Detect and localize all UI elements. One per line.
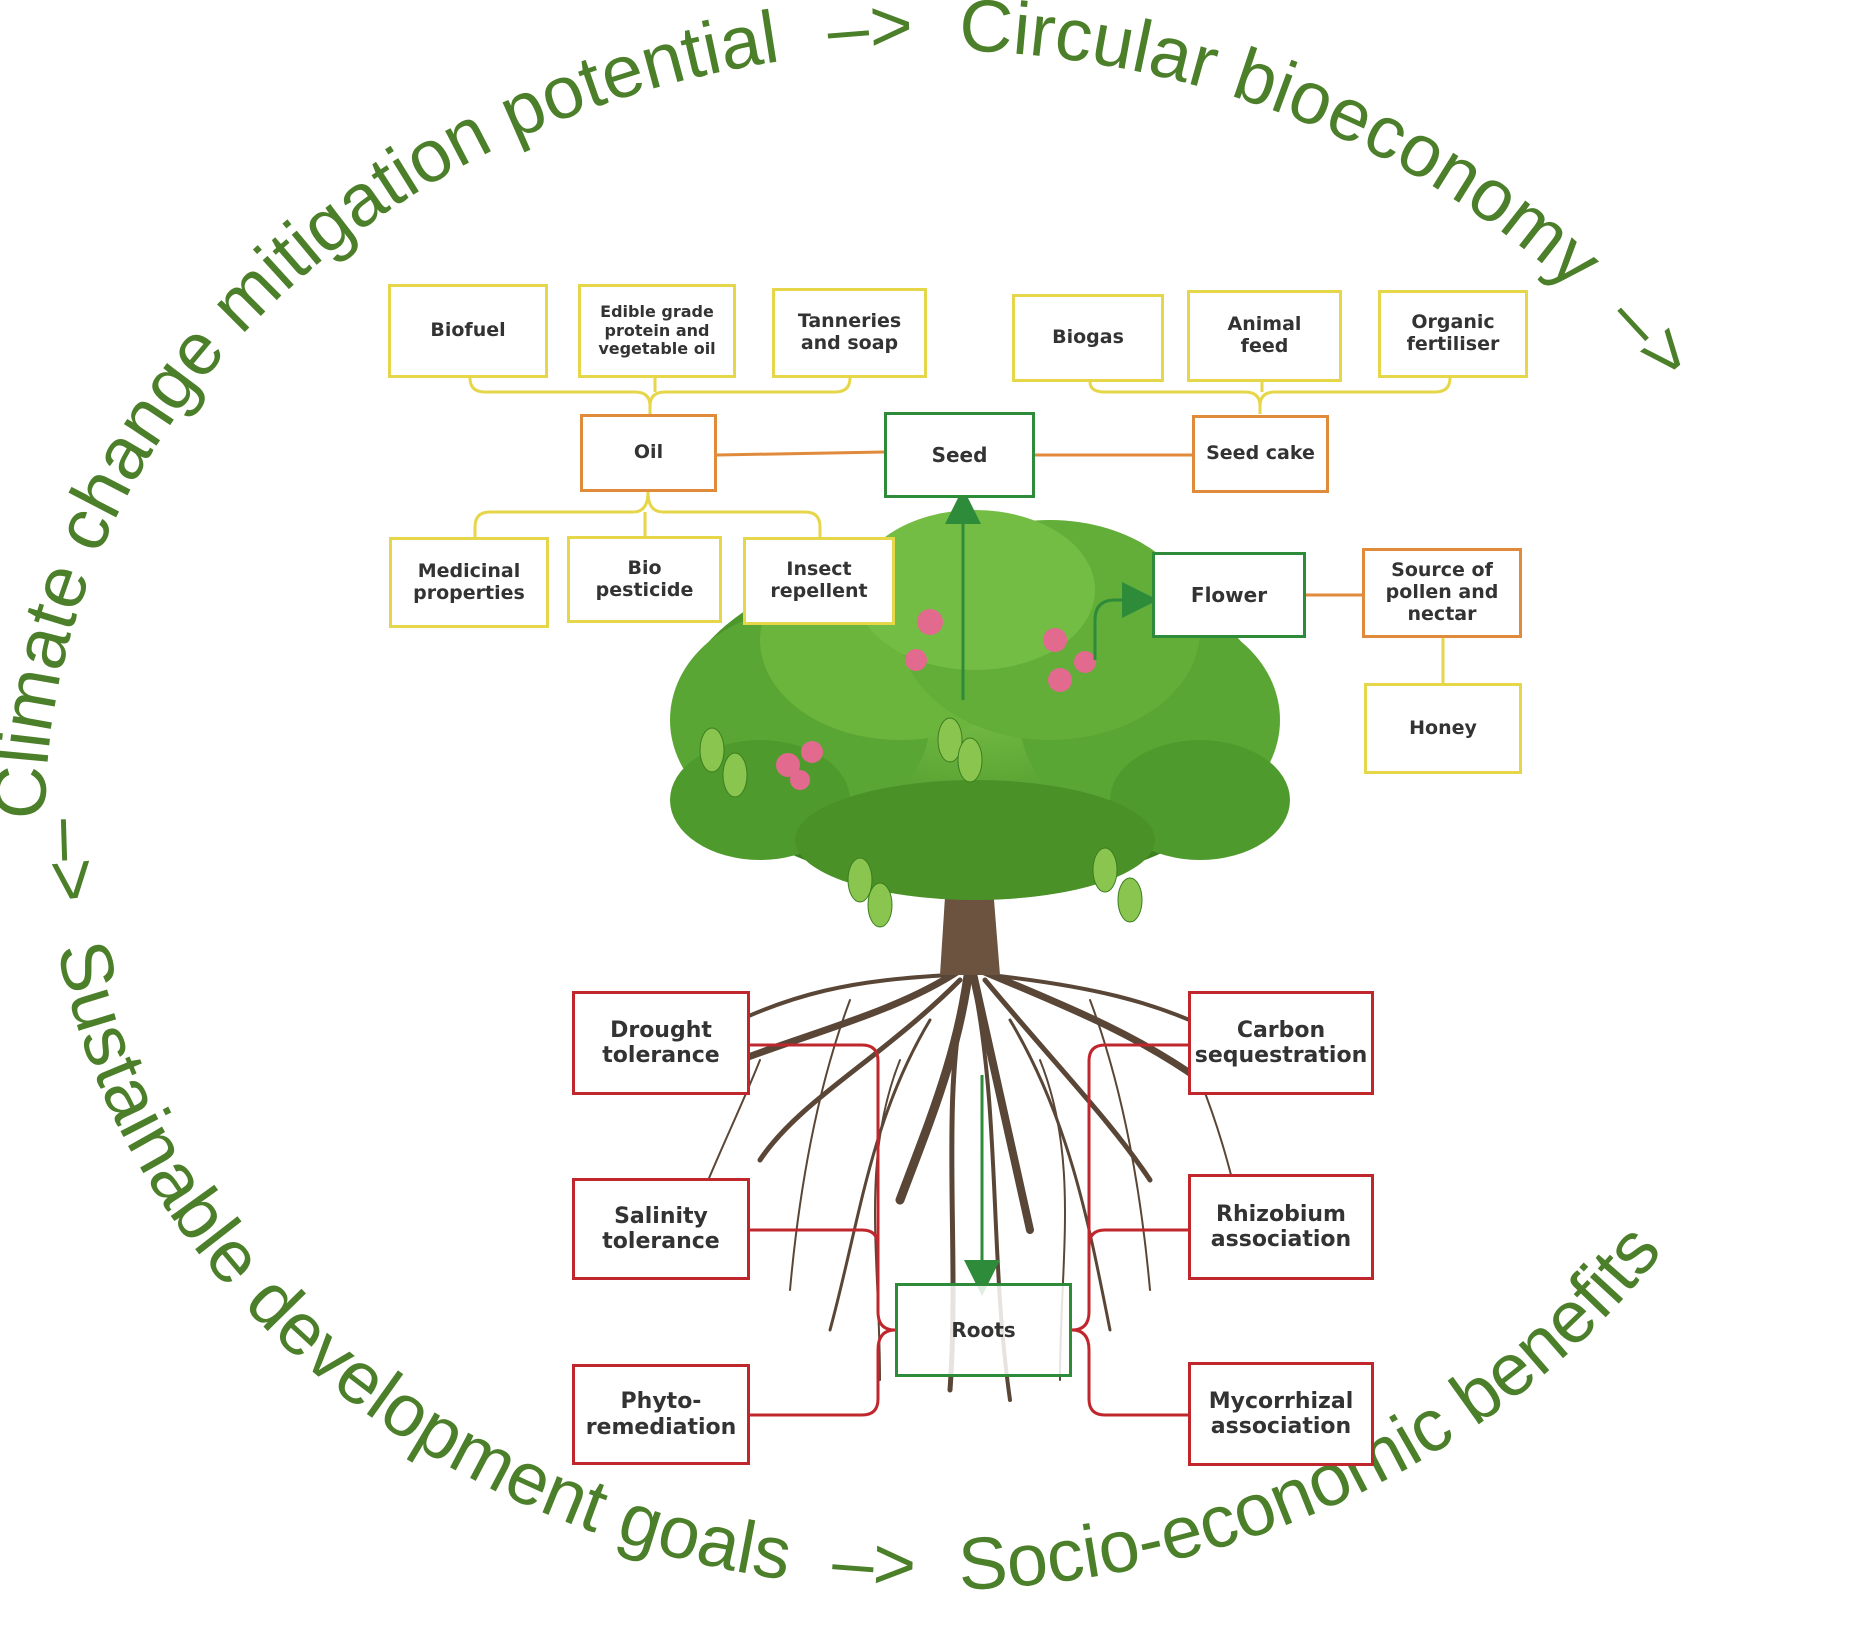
box-biogas: Biogas (1012, 294, 1164, 382)
arrow-to-flower (1093, 582, 1158, 660)
node-honey: Honey (1364, 683, 1522, 774)
ring-arrow-2: –> (1594, 277, 1713, 396)
ring-arrow-4: –> (29, 818, 117, 906)
box-salinity-tolerance: Salinity tolerance (572, 1178, 750, 1280)
box-biofuel: Biofuel (388, 284, 548, 378)
node-seed: Seed (884, 412, 1035, 498)
box-animal-feed: Animal feed (1187, 290, 1342, 382)
roots-illustration (698, 955, 1241, 1402)
ring-segment-climate: Climate change mitigation potential (0, 0, 784, 821)
box-phytoremediation: Phyto- remediation (572, 1364, 750, 1465)
tree-canopy (670, 510, 1290, 900)
oil-bottom-connectors (473, 491, 822, 537)
red-connectors-left (750, 1043, 896, 1417)
box-rhizobium-association: Rhizobium association (1188, 1174, 1374, 1280)
box-bio-pesticide: Bio pesticide (567, 536, 722, 623)
box-mycorrhizal-association: Mycorrhizal association (1188, 1362, 1374, 1466)
ring-arrow-1: –> (824, 0, 914, 71)
box-tanneries-soap: Tanneries and soap (772, 288, 927, 378)
node-roots: Roots (895, 1283, 1072, 1377)
flower-clusters (776, 609, 1096, 790)
seedcake-connectors (1088, 377, 1452, 414)
box-organic-fertiliser: Organic fertiliser (1378, 290, 1528, 378)
red-connectors-right (1071, 1043, 1188, 1417)
oil-top-connectors (468, 377, 852, 414)
orange-connectors (716, 450, 1362, 597)
node-oil: Oil (580, 414, 717, 492)
node-flower: Flower (1152, 552, 1306, 638)
leaf-sprigs (699, 717, 1143, 928)
node-pollen-nectar: Source of pollen and nectar (1362, 548, 1522, 638)
box-medicinal-properties: Medicinal properties (389, 537, 549, 628)
ring-segment-bioeconomy: Circular bioeconomy (957, 0, 1617, 303)
box-insect-repellent: Insect repellent (743, 537, 895, 625)
box-edible-oil: Edible grade protein and vegetable oil (578, 284, 736, 378)
box-carbon-sequestration: Carbon sequestration (1188, 991, 1374, 1095)
ring-arrow-3: –> (830, 1519, 918, 1607)
box-drought-tolerance: Drought tolerance (572, 991, 750, 1095)
node-seed-cake: Seed cake (1192, 415, 1329, 493)
ring-text-bottom: –> Sustainable development goals –> Soci… (29, 818, 1676, 1606)
